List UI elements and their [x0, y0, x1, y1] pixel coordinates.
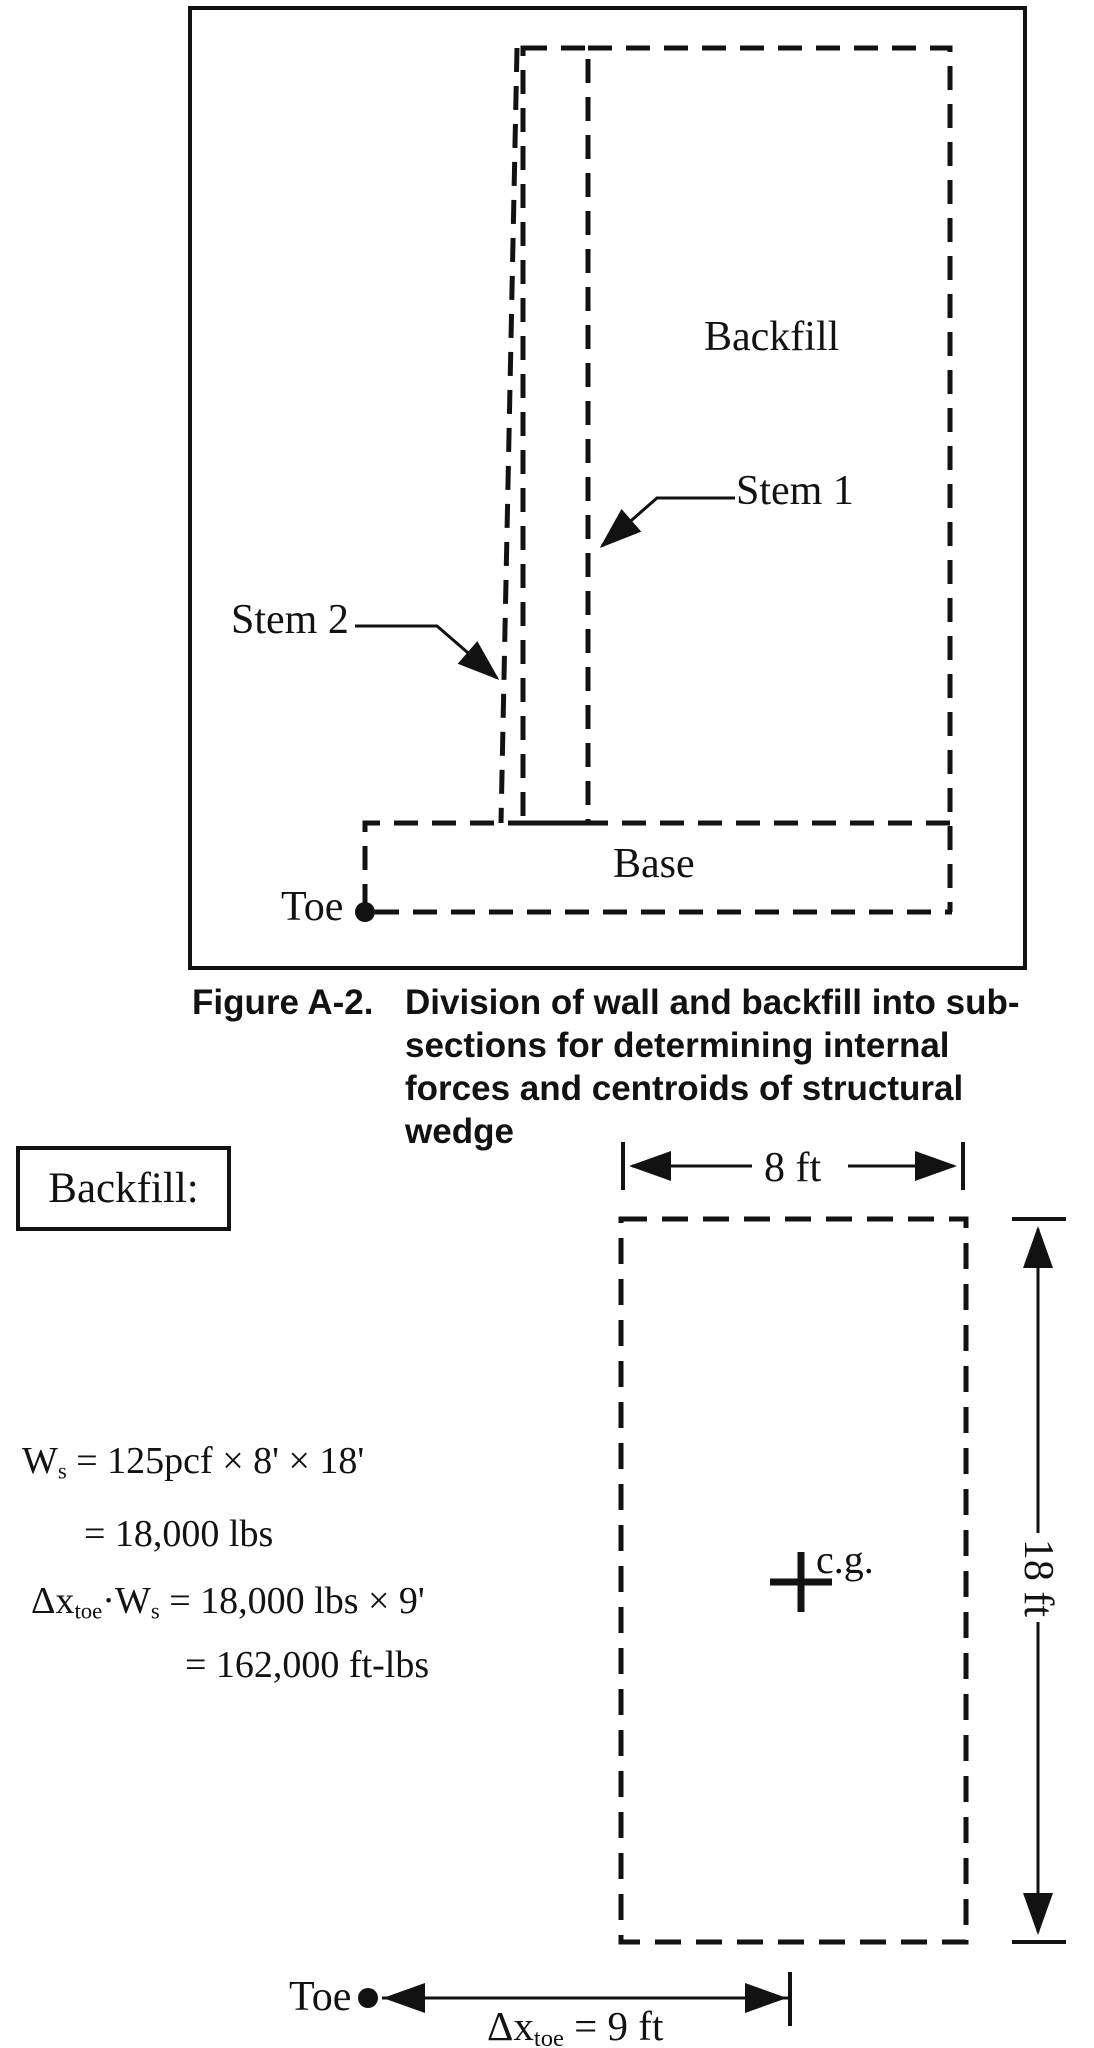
- stem2-outline: [498, 47, 520, 824]
- base-outline: [362, 820, 952, 915]
- toe-label-fig1: Toe: [281, 884, 344, 930]
- figure-caption: Figure A-2. Division of wall and backfil…: [192, 981, 1025, 1153]
- toe-dimension-label: Δxtoe = 9 ft: [487, 2003, 664, 2048]
- caption-line: Division of wall and backfill into sub-: [405, 983, 1020, 1022]
- leader-arrows: [355, 496, 735, 680]
- backfill-outline: [588, 45, 953, 912]
- caption-line: forces and centroids of structural: [405, 1069, 964, 1108]
- base-label: Base: [613, 841, 695, 887]
- toe-dimension-9ft: [358, 1972, 792, 2026]
- toe-marker-fig2: [358, 1988, 378, 2008]
- stem2-leader-arrow: [355, 624, 500, 680]
- backfill-section-heading-box: Backfill:: [16, 1146, 231, 1231]
- height-dimension-18ft: [1012, 1217, 1066, 1944]
- equation-moment: Δxtoe·Ws = 18,000 lbs × 9': [31, 1580, 425, 1624]
- stem1-leader-arrow: [599, 496, 735, 548]
- figure-caption-number: Figure A-2.: [192, 983, 374, 1022]
- equation-ws: Ws = 125pcf × 8' × 18': [22, 1440, 365, 1484]
- figure-caption-text: Division of wall and backfill into sub- …: [405, 981, 1025, 1153]
- cg-cross-mark: [770, 1552, 832, 1612]
- caption-line: wedge: [405, 1112, 514, 1151]
- caption-line: sections for determining internal: [405, 1026, 950, 1065]
- toe-marker-fig1: [355, 902, 375, 922]
- figure-a2-frame: [188, 6, 1027, 970]
- stem1-label: Stem 1: [736, 468, 854, 514]
- equation-moment-result: = 162,000 ft-lbs: [185, 1644, 430, 1686]
- stem1-outline: [520, 45, 591, 826]
- toe-label-fig2: Toe: [289, 1974, 352, 2020]
- backfill-section-heading: Backfill:: [48, 1165, 199, 1212]
- width-dimension-8ft: [621, 1142, 965, 1190]
- backfill-rectangle: [618, 1216, 969, 1945]
- equation-ws-result: = 18,000 lbs: [84, 1513, 274, 1555]
- height-dimension-label: 18 ft: [1015, 1538, 1061, 1618]
- width-dimension-label: 8 ft: [764, 1145, 822, 1191]
- stem2-label: Stem 2: [231, 597, 349, 643]
- backfill-region-label: Backfill: [704, 314, 840, 360]
- cg-label: c.g.: [816, 1537, 874, 1582]
- wall-subsections: [362, 45, 953, 915]
